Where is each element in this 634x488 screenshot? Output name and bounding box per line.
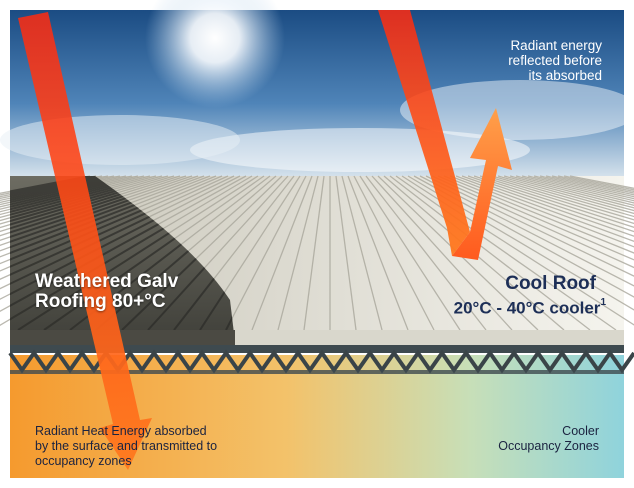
- cool-roof-temperature-text: 20°C - 40°C cooler: [453, 298, 601, 318]
- incoming-energy-arrow: [378, 10, 470, 256]
- absorbed-heat-arrow: [18, 12, 152, 470]
- absorbed-label-line: occupancy zones: [35, 454, 132, 468]
- cool-roof-title: Cool Roof: [505, 273, 596, 294]
- cooler-label-line: Cooler: [562, 424, 599, 438]
- reflected-label-line: Radiant energy: [510, 38, 602, 53]
- galv-label-line: Roofing 80+°C: [35, 291, 166, 312]
- reflected-energy-label: Radiant energy reflected before its abso…: [508, 38, 602, 83]
- absorbed-label-line: by the surface and transmitted to: [35, 439, 218, 453]
- reflected-energy-arrow: [452, 108, 512, 260]
- galv-label-line: Weathered Galv: [35, 271, 179, 292]
- footnote-marker: 1: [600, 297, 606, 308]
- reflected-label-line: its absorbed: [528, 68, 602, 83]
- cooler-label-line: Occupancy Zones: [498, 439, 599, 453]
- reflected-label-line: reflected before: [508, 53, 602, 68]
- absorbed-heat-label: Radiant Heat Energy absorbed by the surf…: [35, 424, 217, 469]
- cloud: [400, 80, 634, 140]
- cooler-zones-label: Cooler Occupancy Zones: [498, 424, 599, 454]
- absorbed-label-line: Radiant Heat Energy absorbed: [35, 424, 207, 438]
- weathered-galv-label: Weathered Galv Roofing 80+°C: [35, 272, 178, 312]
- cool-roof-temperature: 20°C - 40°C cooler1: [454, 295, 606, 319]
- galv-edge: [10, 330, 235, 345]
- sun: [145, 0, 285, 108]
- cloud: [0, 115, 240, 165]
